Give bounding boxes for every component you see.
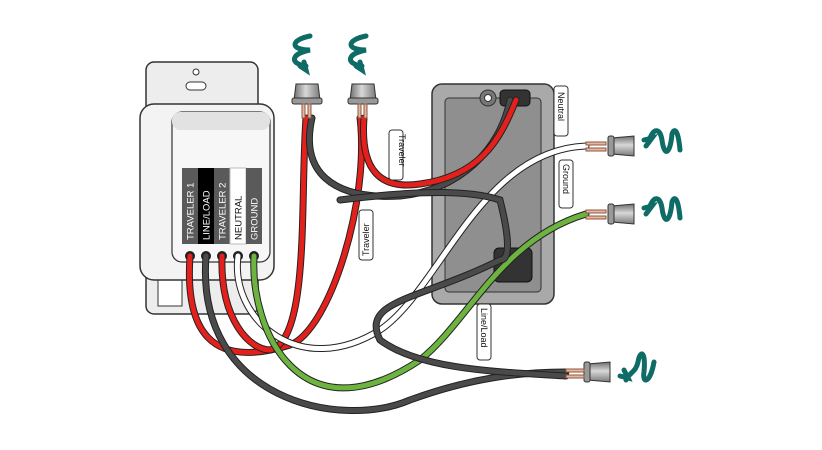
terminal-label: NEUTRAL [234,196,245,240]
tag-neutral: Neutral [553,85,569,137]
wire-ground [251,211,589,391]
terminal-label: GROUND [250,198,261,240]
tag-traveler-top: Traveler [388,129,407,181]
tag-line-load: Line/Load [476,303,492,361]
wire-black-loop [337,190,569,379]
svg-text:Line/Load: Line/Load [479,308,489,348]
wire-tags: Traveler Traveler Neutral Ground Line/Lo… [358,85,574,361]
terminal-label: LINE/LOAD [202,190,213,240]
svg-text:Neutral: Neutral [556,92,566,121]
tag-traveler-bottom: Traveler [358,209,374,261]
tag-ground: Ground [558,159,574,209]
wire-neutral [234,143,589,352]
copper-ends [301,103,607,379]
wire-traveler-2 [219,115,309,353]
svg-text:Traveler: Traveler [397,134,407,167]
svg-text:Traveler: Traveler [361,223,371,256]
terminal-label: TRAVELER 2 [218,183,229,240]
wire-traveler-cable-red [361,97,519,188]
wire-nut-icon [291,83,635,383]
terminal-label: TRAVELER 1 [186,183,197,240]
svg-text:Ground: Ground [561,164,571,194]
twist-arrow-icon [292,33,683,383]
